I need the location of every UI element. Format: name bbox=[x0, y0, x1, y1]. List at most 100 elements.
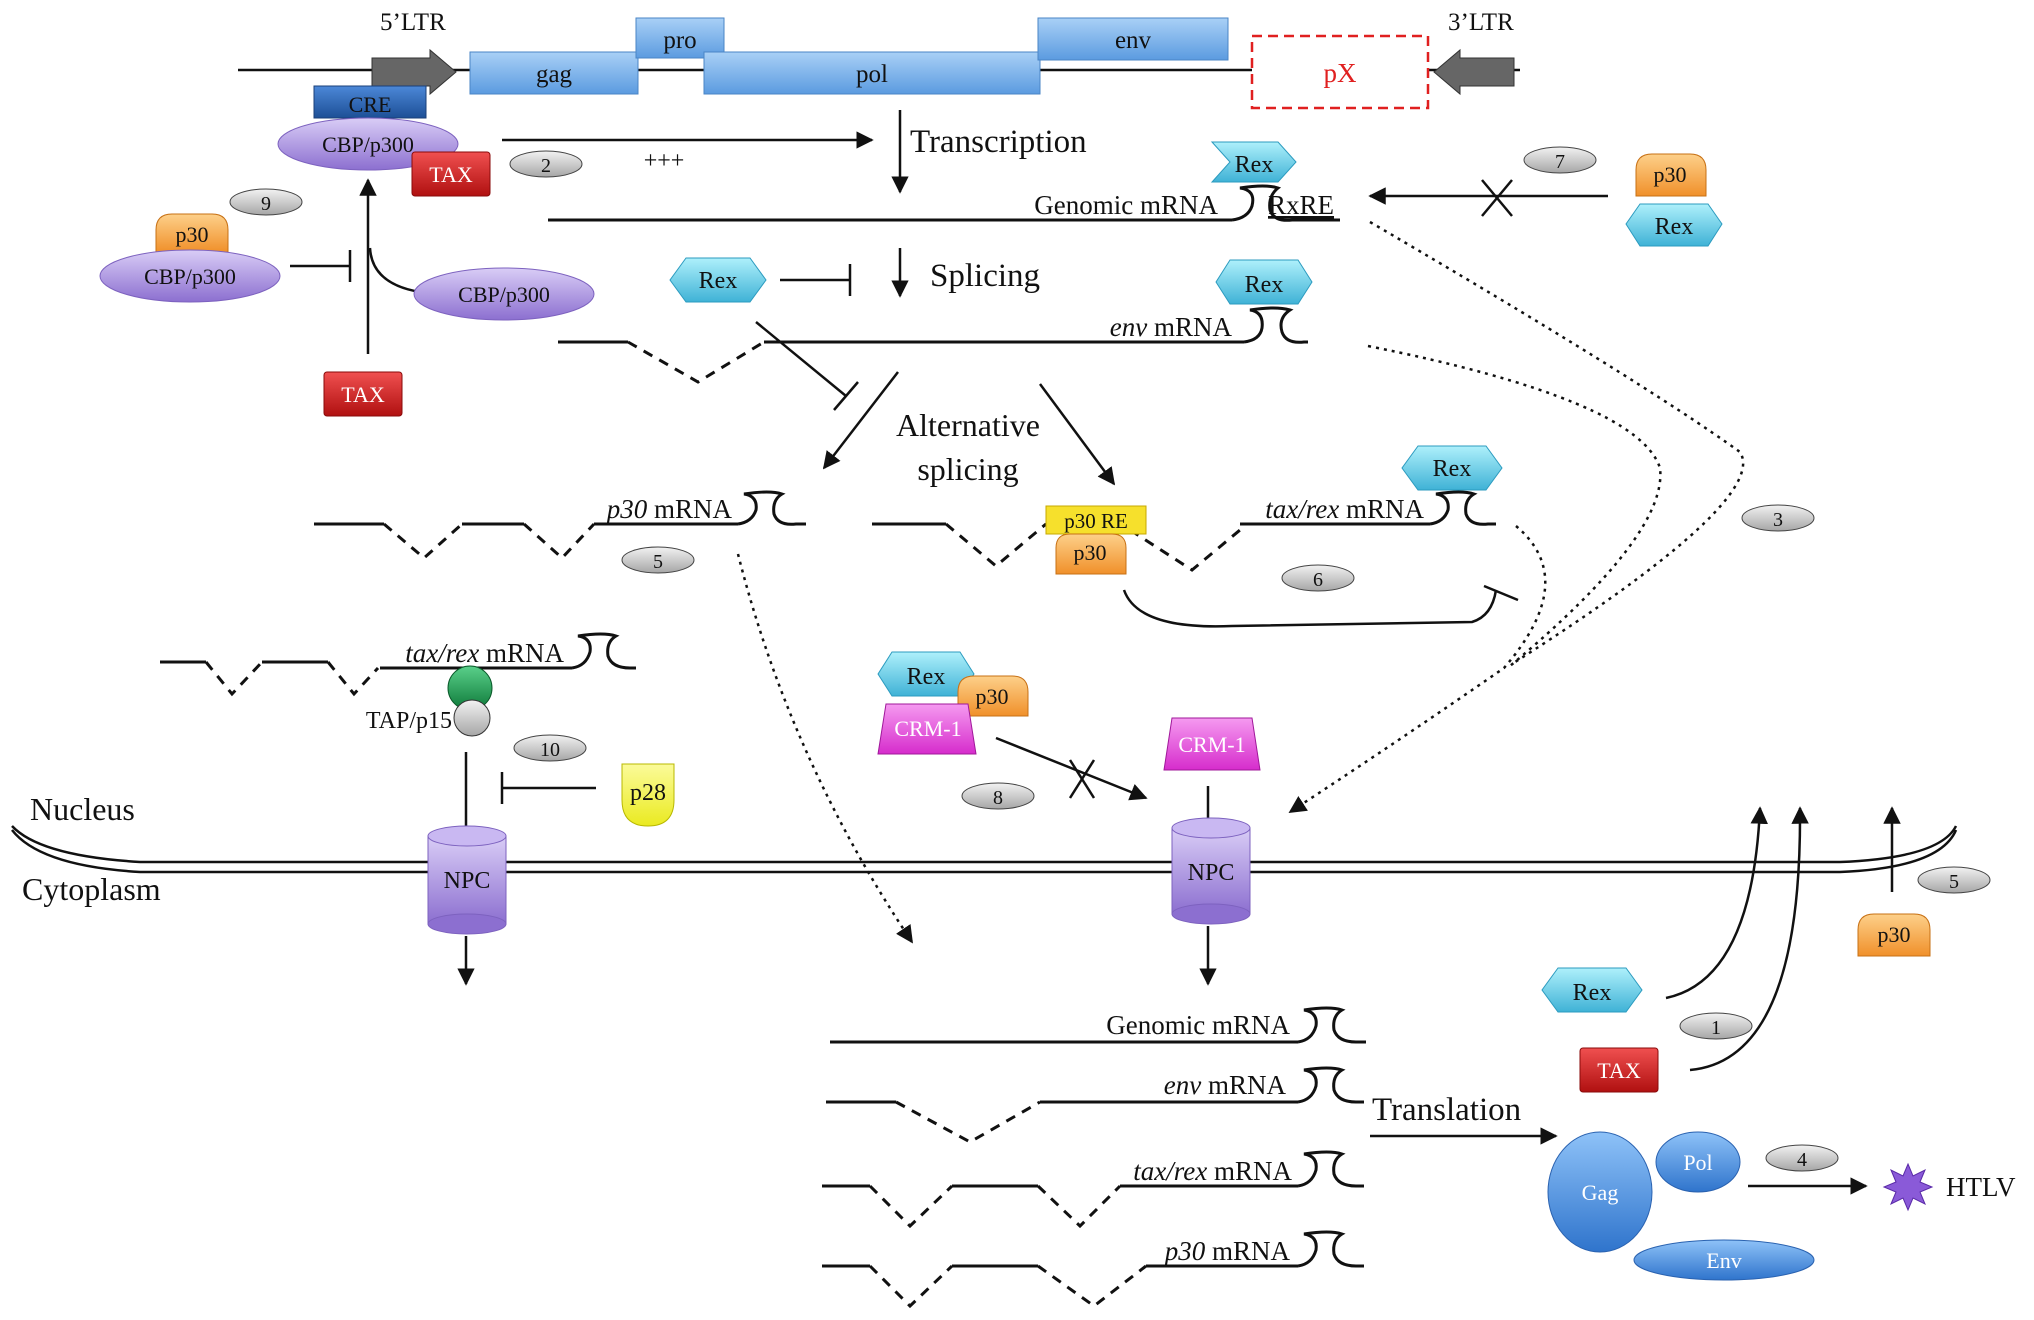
taxrex-left-intron1 bbox=[204, 660, 264, 697]
nucleus-label: Nucleus bbox=[30, 791, 135, 827]
p30-shape-re bbox=[1055, 533, 1127, 575]
rex-label-rxre: Rex bbox=[1235, 152, 1274, 178]
p30-label-step7: p30 bbox=[1654, 162, 1687, 187]
npc-right-label: NPC bbox=[1188, 860, 1235, 886]
promoter-complex: CRE CBP/p300 TAX bbox=[277, 85, 491, 197]
p30-inhibition-curve bbox=[1122, 589, 1498, 628]
cre-label: CRE bbox=[349, 92, 392, 117]
p30-mrna-export-dotted bbox=[736, 553, 914, 944]
step-7-label: 7 bbox=[1555, 151, 1565, 173]
p30-label-crm1: p30 bbox=[976, 684, 1009, 709]
p30-label-step9: p30 bbox=[176, 222, 209, 247]
step-5-label-nucleus: 5 bbox=[653, 551, 663, 573]
step-1-oval bbox=[1679, 1012, 1753, 1040]
step-3-label: 3 bbox=[1773, 509, 1783, 531]
alt-splicing-arrow-right bbox=[1038, 383, 1116, 486]
crm1-label-right: CRM-1 bbox=[1178, 732, 1245, 757]
step-9-oval bbox=[229, 188, 303, 216]
taxrex-left-intron2 bbox=[326, 661, 380, 697]
taxrex-mrna-label: tax/rex mRNA bbox=[1265, 494, 1424, 524]
tax-label-cyto: TAX bbox=[1597, 1058, 1641, 1083]
npc-left-label: NPC bbox=[444, 868, 491, 894]
transcription-label: Transcription bbox=[910, 124, 1087, 160]
env-protein-oval bbox=[1633, 1239, 1815, 1281]
rex-import-arrow bbox=[1665, 806, 1769, 1000]
cyto-taxrex-intron1 bbox=[868, 1184, 954, 1229]
env-mrna-loop bbox=[1243, 306, 1308, 344]
pol-protein-label: Pol bbox=[1683, 1150, 1712, 1175]
p30-shape-crm1 bbox=[957, 675, 1029, 717]
step-3-oval bbox=[1741, 504, 1815, 532]
cbp-p300-oval-left bbox=[99, 249, 281, 303]
gag-protein-label: Gag bbox=[1582, 1180, 1619, 1205]
cbp-p300-label-left: CBP/p300 bbox=[144, 264, 236, 289]
env-mrna-intron bbox=[627, 340, 765, 384]
env-gene-box bbox=[1037, 17, 1229, 61]
cyto-env-intron bbox=[895, 1100, 1041, 1144]
rxre-label: RxRE bbox=[1268, 190, 1334, 220]
p30-mrna-intron2 bbox=[522, 522, 596, 561]
env-gene-label: env bbox=[1115, 27, 1152, 54]
step-5-oval-nucleus bbox=[621, 546, 695, 574]
cbp-branch-curve bbox=[368, 247, 421, 294]
cbp-p300-label: CBP/p300 bbox=[322, 132, 414, 157]
step-8-cross-b bbox=[1068, 759, 1096, 799]
rex-label-crm1: Rex bbox=[907, 664, 946, 690]
cyto-genomic-mrna-loop bbox=[1297, 1006, 1366, 1044]
crm1-shape-right bbox=[1163, 717, 1261, 771]
step-2-label: 2 bbox=[541, 155, 551, 177]
p30-mrna-intron1 bbox=[383, 522, 464, 560]
cyto-p30-intron1 bbox=[868, 1264, 954, 1309]
p30-label-re: p30 bbox=[1074, 540, 1107, 565]
gag-gene-box bbox=[469, 51, 639, 95]
step-7-cross-b bbox=[1481, 179, 1513, 217]
npc-right: NPC bbox=[1171, 817, 1251, 925]
genomic-mrna-label: Genomic mRNA bbox=[1034, 190, 1218, 220]
gag-protein-oval bbox=[1547, 1131, 1653, 1253]
cyto-env-loop bbox=[1297, 1066, 1364, 1104]
gag-gene-label: gag bbox=[536, 61, 573, 88]
env-protein-label: Env bbox=[1706, 1248, 1741, 1273]
rex-label-cyto: Rex bbox=[1573, 980, 1612, 1006]
cbp-p300-label-free: CBP/p300 bbox=[458, 282, 550, 307]
step-4-label: 4 bbox=[1797, 1149, 1807, 1171]
rex-label-step7: Rex bbox=[1655, 214, 1694, 240]
rex-hexagon-env bbox=[1215, 259, 1313, 305]
tax-import-arrow bbox=[1689, 806, 1809, 1072]
cbp-p300-oval-free bbox=[413, 267, 595, 321]
taxrex-left-loop bbox=[571, 632, 636, 670]
step-7-oval bbox=[1523, 146, 1597, 174]
alt-splicing-label-1: Alternative bbox=[896, 407, 1040, 443]
step-1-label: 1 bbox=[1711, 1017, 1721, 1039]
ltr5-label: 5’LTR bbox=[380, 9, 446, 36]
p28-label: p28 bbox=[630, 780, 666, 806]
rex-hexagon-cyto bbox=[1541, 967, 1643, 1013]
virion-star-icon bbox=[1882, 1162, 1934, 1212]
p30-shape-cyto bbox=[1857, 913, 1931, 957]
proviral-genome: 5’LTR 3’LTR gag pro pol env pX bbox=[238, 9, 1520, 110]
taxrex-mrna-intron1 bbox=[945, 522, 1047, 568]
cre-box bbox=[313, 85, 427, 119]
crm1-label-left: CRM-1 bbox=[894, 716, 961, 741]
step-4-oval bbox=[1765, 1144, 1839, 1172]
splicing-label: Splicing bbox=[930, 258, 1040, 294]
pro-gene-label: pro bbox=[663, 27, 696, 54]
p30-re-label: p30 RE bbox=[1064, 509, 1128, 533]
rex-hexagon-step7 bbox=[1625, 203, 1723, 247]
pro-gene-box bbox=[635, 17, 725, 59]
pol-gene-box bbox=[703, 51, 1041, 95]
tax-label-lower: TAX bbox=[341, 382, 385, 407]
crm1-shape-left bbox=[877, 703, 977, 755]
pol-gene-label: pol bbox=[856, 61, 888, 88]
step-5-label-cyto: 5 bbox=[1949, 871, 1959, 893]
p30-mrna-loop bbox=[737, 490, 806, 526]
taxrex-mrna-loop bbox=[1429, 490, 1496, 526]
cyto-taxrex-intron2 bbox=[1036, 1184, 1122, 1229]
rex-altsplicing-inhibition-line bbox=[755, 321, 847, 397]
rex-label-taxrex: Rex bbox=[1433, 456, 1472, 482]
tap-p15-label: TAP/p15 bbox=[366, 708, 452, 734]
taxrex-left-label: tax/rex mRNA bbox=[405, 638, 564, 668]
plus-label: +++ bbox=[644, 148, 685, 174]
rex-label-splicing: Rex bbox=[699, 268, 738, 294]
